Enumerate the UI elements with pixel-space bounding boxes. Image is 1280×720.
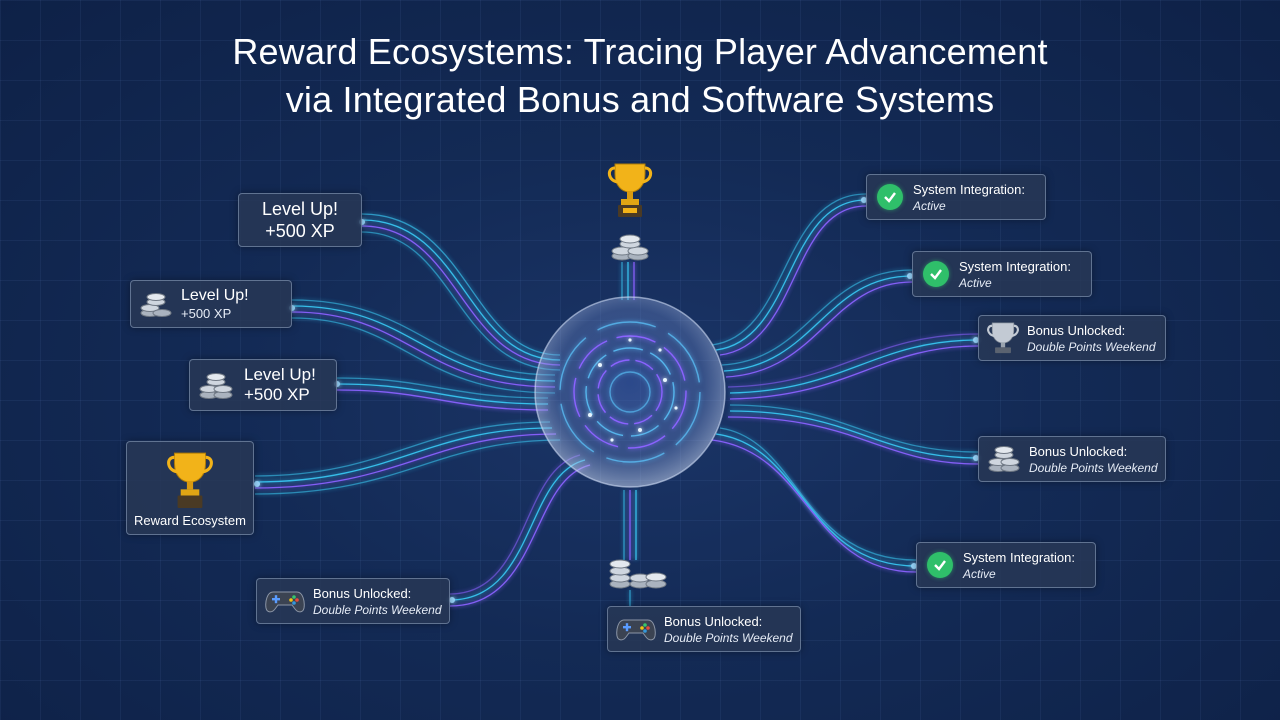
path-left-1 xyxy=(361,213,561,371)
card-value: Double Points Weekend xyxy=(1027,339,1156,354)
card-value: +500 XP xyxy=(265,221,335,241)
path-left-4 xyxy=(254,421,561,495)
bottom-card-bonus-unlocked: Bonus Unlocked: Double Points Weekend xyxy=(607,606,801,652)
check-icon xyxy=(877,184,903,210)
right-card-bonus-unlocked-2: Bonus Unlocked: Double Points Weekend xyxy=(978,436,1166,482)
path-top xyxy=(621,262,635,300)
card-title: System Integration: xyxy=(963,549,1075,565)
gamepad-icon xyxy=(616,619,656,641)
card-title: Bonus Unlocked: xyxy=(1029,443,1128,459)
central-hub-sphere xyxy=(534,296,726,488)
check-icon xyxy=(927,552,953,578)
card-label: Reward Ecosystem xyxy=(134,512,246,528)
left-card-level-up-3: Level Up! +500 XP xyxy=(189,359,337,411)
top-coin-stack-icon xyxy=(611,234,649,261)
trophy-icon xyxy=(167,452,213,508)
path-right-5 xyxy=(711,427,917,573)
card-title: System Integration: xyxy=(959,258,1071,274)
right-card-bonus-unlocked-1: Bonus Unlocked: Double Points Weekend xyxy=(978,315,1166,361)
path-left-2 xyxy=(291,299,556,394)
card-value: Double Points Weekend xyxy=(664,630,793,645)
path-right-4 xyxy=(727,404,979,465)
path-bottom xyxy=(623,490,637,606)
path-right-2 xyxy=(721,269,913,378)
title-line-1: Reward Ecosystems: Tracing Player Advanc… xyxy=(232,31,1048,72)
path-left-3 xyxy=(336,377,549,411)
card-value: Active xyxy=(963,566,996,581)
right-card-system-integration-1: System Integration: Active xyxy=(866,174,1046,220)
coin-stack-icon xyxy=(199,373,233,399)
card-value: Active xyxy=(959,275,992,290)
page-title: Reward Ecosystems: Tracing Player Advanc… xyxy=(0,28,1280,124)
right-card-system-integration-3: System Integration: Active xyxy=(916,542,1096,588)
left-card-bonus-unlocked: Bonus Unlocked: Double Points Weekend xyxy=(256,578,450,624)
card-title: Level Up! xyxy=(261,199,339,219)
card-title: Bonus Unlocked: xyxy=(664,613,763,629)
bottom-coin-stack-icon xyxy=(609,559,667,589)
gamepad-icon xyxy=(265,591,305,613)
left-card-level-up-2: Level Up! +500 XP xyxy=(130,280,292,328)
title-line-2: via Integrated Bonus and Software System… xyxy=(285,79,995,120)
path-left-5 xyxy=(449,454,591,607)
coin-stack-icon xyxy=(988,446,1020,472)
card-value: +500 XP xyxy=(244,385,310,404)
left-card-level-up-1: Level Up! +500 XP xyxy=(238,193,362,247)
card-value: Double Points Weekend xyxy=(313,602,442,617)
path-right-3 xyxy=(727,333,979,400)
card-value: Double Points Weekend xyxy=(1029,460,1158,475)
card-title: Bonus Unlocked: xyxy=(313,585,412,601)
card-title: Bonus Unlocked: xyxy=(1027,322,1126,338)
path-right-1 xyxy=(711,193,867,356)
card-title: Level Up! xyxy=(181,287,249,304)
coin-stack-icon xyxy=(140,293,172,317)
silver-trophy-icon xyxy=(987,322,1019,354)
card-value: +500 XP xyxy=(181,306,232,321)
right-card-system-integration-2: System Integration: Active xyxy=(912,251,1092,297)
card-title: System Integration: xyxy=(913,181,1025,197)
left-card-reward-ecosystem: Reward Ecosystem xyxy=(126,441,254,535)
card-value: Active xyxy=(913,198,946,213)
check-icon xyxy=(923,261,949,287)
top-trophy-icon xyxy=(607,163,653,217)
card-title: Level Up! xyxy=(244,365,316,384)
